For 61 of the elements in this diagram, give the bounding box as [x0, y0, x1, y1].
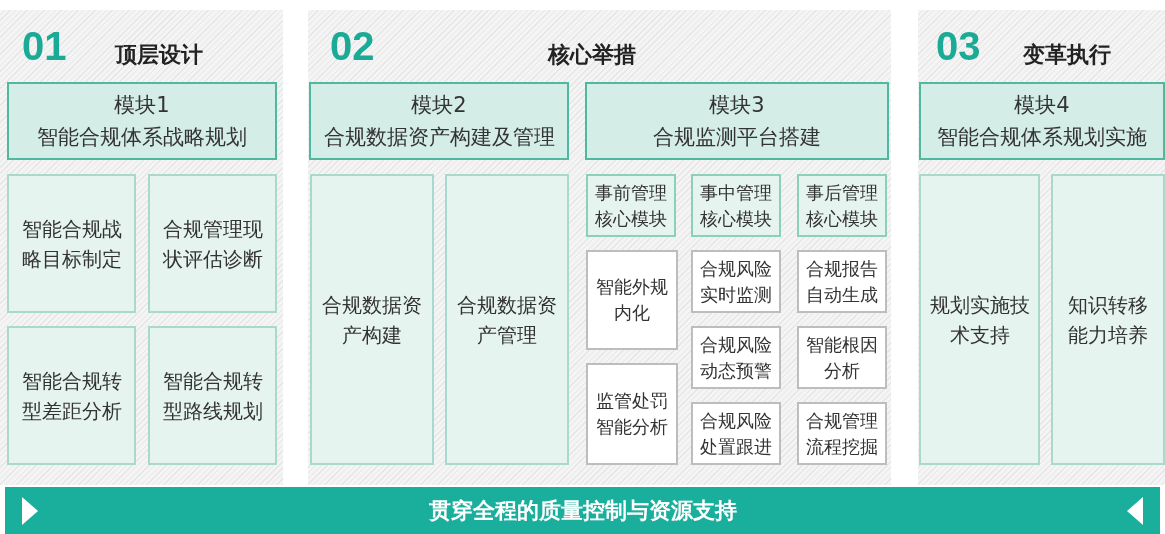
box-text: 合规风险动态预警 [699, 332, 773, 383]
box-text: 知识转移能力培养 [1067, 291, 1149, 349]
box-text: 智能外规内化 [595, 275, 669, 325]
module-title: 合规数据资产构建及管理 [323, 124, 555, 151]
module-title: 智能合规体系规划实施 [937, 124, 1147, 151]
box-text: 合规管理流程挖掘 [805, 408, 879, 459]
module-title: 合规监测平台搭建 [653, 124, 821, 151]
phase-box [586, 174, 676, 237]
box-text: 事前管理核心模块 [594, 180, 668, 231]
box-text: 合规报告自动生成 [805, 256, 879, 307]
content-box [7, 326, 136, 465]
box-text: 智能合规转型差距分析 [20, 367, 123, 425]
box-text: 智能根因分析 [805, 332, 879, 383]
module-label: 模块2 [411, 92, 467, 119]
function-box [691, 250, 781, 313]
box-text: 合规数据资产构建 [321, 291, 423, 349]
module-label: 模块1 [114, 92, 170, 119]
function-box [691, 402, 781, 465]
box-text: 贯穿全程的质量控制与资源支持 [428, 496, 737, 525]
box-text: 合规管理现状评估诊断 [161, 215, 264, 273]
content-box [445, 174, 569, 465]
content-box [148, 174, 277, 313]
section-number: 02 [330, 24, 375, 69]
box-text: 智能合规转型路线规划 [161, 367, 264, 425]
column-panel [918, 10, 1165, 485]
module-header-box [585, 82, 889, 160]
function-box [797, 402, 887, 465]
box-text: 合规数据资产管理 [456, 291, 558, 349]
content-box [1051, 174, 1165, 465]
module-header-box [919, 82, 1165, 160]
module-header-box [7, 82, 277, 160]
box-text: 合规风险处置跟进 [699, 408, 773, 459]
module-title: 智能合规体系战略规划 [37, 124, 247, 151]
phase-box [797, 174, 887, 237]
content-box [7, 174, 136, 313]
box-text: 规划实施技术支持 [928, 291, 1031, 349]
section-title: 核心举措 [548, 41, 636, 69]
phase-box [691, 174, 781, 237]
box-text: 智能合规战略目标制定 [20, 215, 123, 273]
content-box [919, 174, 1040, 465]
section-number: 01 [22, 24, 67, 69]
function-box [586, 250, 678, 350]
function-box [797, 250, 887, 313]
section-number: 03 [936, 24, 981, 69]
module-label: 模块3 [709, 92, 765, 119]
column-panel [0, 10, 283, 485]
content-box [148, 326, 277, 465]
banner-bar [5, 487, 1160, 534]
module-label: 模块4 [1014, 92, 1070, 119]
column-panel [308, 10, 891, 485]
box-text: 合规风险实时监测 [699, 256, 773, 307]
section-title: 顶层设计 [115, 41, 203, 69]
section-title: 变革执行 [1023, 41, 1111, 69]
box-text: 监管处罚智能分析 [595, 389, 669, 439]
function-box [691, 326, 781, 389]
module-header-box [309, 82, 569, 160]
content-box [310, 174, 434, 465]
function-box [797, 326, 887, 389]
box-text: 事中管理核心模块 [699, 180, 773, 231]
function-box [586, 363, 678, 465]
box-text: 事后管理核心模块 [805, 180, 879, 231]
